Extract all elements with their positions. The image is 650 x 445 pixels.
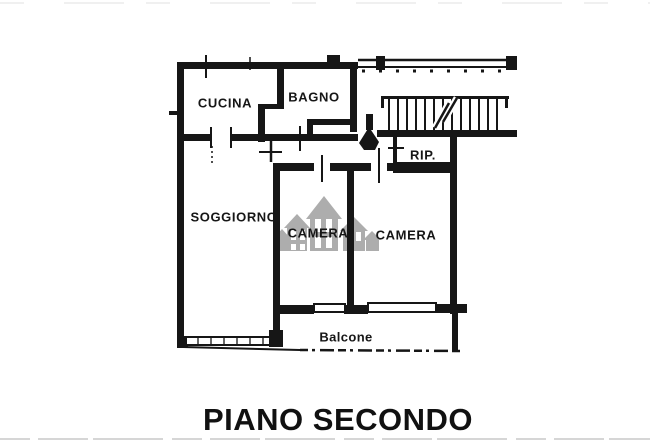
room-label-bagno: BAGNO [288,89,340,105]
room-label-camera-1: CAMERA [287,225,349,241]
room-label-ripostiglio: RIP. [409,147,437,163]
outer-walls [169,55,517,348]
entrance-door-icon [359,114,379,150]
room-label-soggiorno: SOGGIORNO [190,209,278,225]
room-label-cucina: CUCINA [197,95,253,111]
inner-walls [177,62,457,346]
balcony-railing [182,313,462,353]
staircase-icon [377,96,517,137]
houses-watermark-icon [273,196,381,251]
room-label-balcone: Balcone [319,329,373,345]
room-label-camera-2: CAMERA [375,227,437,243]
window-symbols [177,302,467,348]
floorplan-title: PIANO SECONDO [202,402,474,437]
